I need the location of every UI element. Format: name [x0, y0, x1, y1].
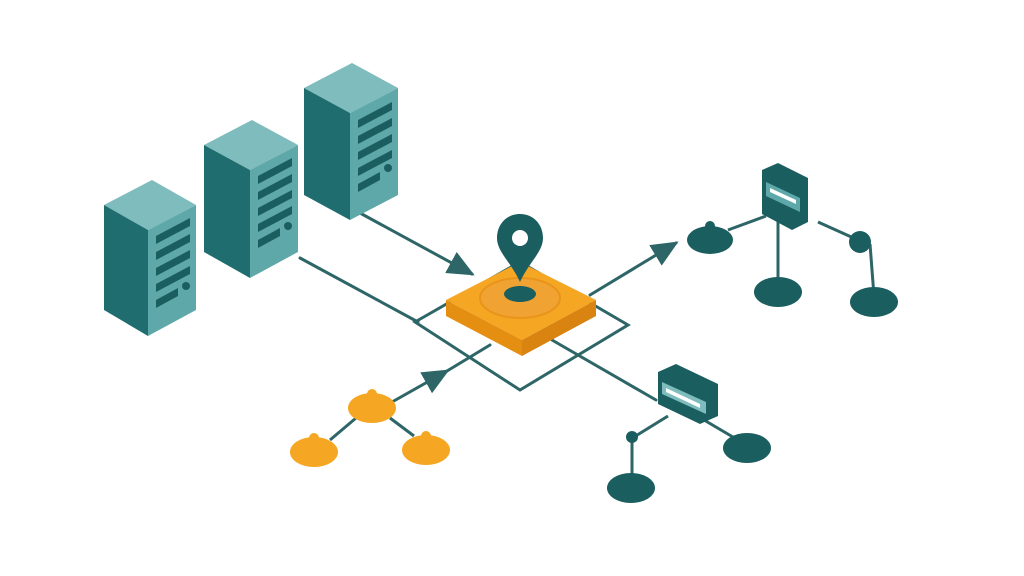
link-cluster-bottom-left-continue: [445, 343, 492, 373]
cluster-bottom-right: [607, 364, 771, 503]
node: [850, 287, 898, 317]
node: [723, 433, 771, 463]
hub-platform: [446, 262, 596, 356]
orange-node: [402, 435, 450, 465]
terminal-display-icon: [762, 163, 808, 230]
link-hub-to-cluster-top-right: [588, 241, 679, 297]
link-cluster-bottom-left-to-hub: [390, 369, 450, 404]
node-junction: [849, 231, 871, 253]
location-pin-icon: [497, 214, 543, 282]
node-junction: [626, 431, 638, 443]
node: [687, 226, 733, 254]
server-right: [304, 63, 398, 220]
server-middle: [204, 120, 298, 278]
node: [754, 277, 802, 307]
link-server-middle-to-hub: [298, 256, 420, 324]
orange-node: [348, 393, 396, 423]
server-left: [104, 180, 196, 336]
orange-node: [290, 437, 338, 467]
node: [607, 473, 655, 503]
link-hub-to-cluster-bottom-right: [550, 338, 658, 402]
cluster-bottom-left: [290, 389, 450, 467]
cluster-top-right: [687, 163, 898, 317]
terminal-display-icon: [658, 364, 718, 424]
link-server-right-to-hub: [358, 211, 475, 276]
